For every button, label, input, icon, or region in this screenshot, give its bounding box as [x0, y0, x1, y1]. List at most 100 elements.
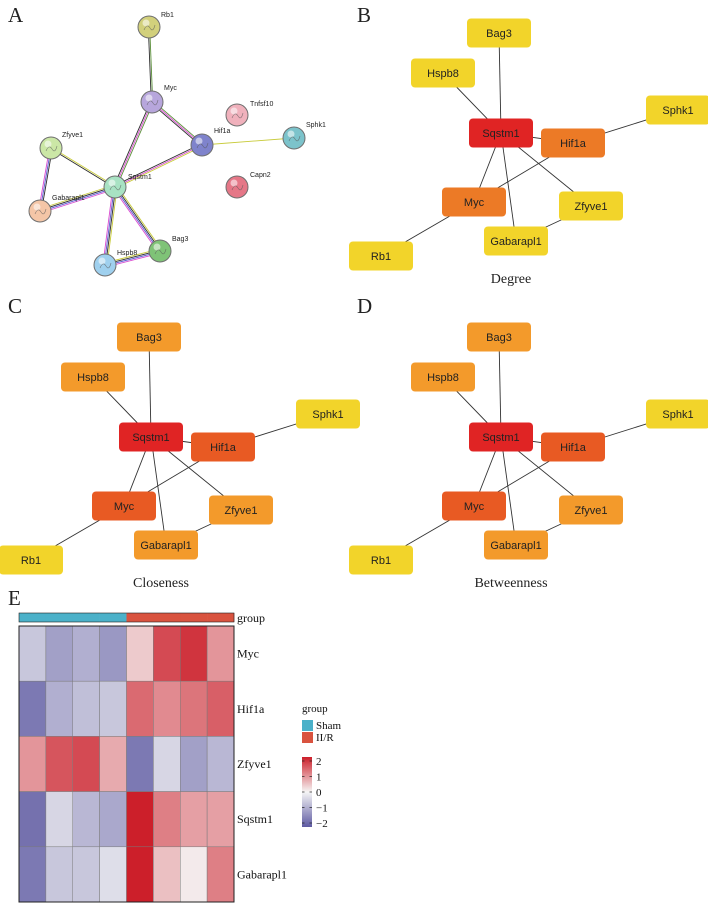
closeness-node-box [117, 322, 181, 352]
heatmap-cell-zfyve1-4 [126, 736, 154, 792]
closeness-node-bag3: Bag3 [117, 322, 181, 352]
legend-swatch-iir [302, 732, 313, 743]
betweenness-node-label: Gabarapl1 [490, 540, 541, 552]
heatmap-cell-hif1a-5 [153, 680, 181, 737]
heatmap-cell-sqstm1-5 [153, 791, 181, 848]
string-edge-sqstm1-hspb8 [106, 187, 118, 266]
closeness-node-label: Rb1 [21, 555, 41, 567]
heatmap-cell-hif1a-0 [18, 680, 47, 737]
string-node-label: Bag3 [172, 236, 188, 243]
closeness-node-hif1a: Hif1a [191, 432, 255, 462]
string-node-capn2: Capn2 [225, 172, 271, 199]
string-node-structure [231, 184, 244, 191]
heatmap-cell-gabarapl1-0 [18, 846, 47, 903]
closeness-caption: Closeness [133, 576, 189, 591]
betweenness-edge-bag3-sqstm1 [498, 336, 502, 438]
group-bar-border [18, 612, 235, 623]
string-node-hspb8: Hspb8 [93, 250, 137, 277]
panel-c-label: C [8, 294, 22, 318]
group-bar-cell-ii-r [126, 613, 154, 622]
legend-group-title: group [302, 703, 328, 715]
heatmap-cell-hif1a-2 [72, 680, 100, 737]
string-node-highlight [145, 94, 153, 102]
degree-node-box [646, 95, 708, 125]
heatmap-cell-zfyve1-2 [72, 736, 100, 792]
degree-node-box [411, 58, 475, 88]
string-node-highlight [153, 243, 161, 251]
closeness-node-label: Sqstm1 [132, 432, 169, 444]
degree-edge-bag3-sqstm1 [498, 32, 502, 134]
betweenness-node-hspb8: Hspb8 [411, 362, 475, 392]
degree-node-label: Hif1a [560, 138, 587, 150]
string-node-structure [154, 248, 167, 255]
heatmap-row-label-sqstm1: Sqstm1 [237, 812, 273, 826]
degree-node-sqstm1: Sqstm1 [469, 118, 533, 148]
string-edge-zfyve1-sqstm1 [50, 148, 115, 188]
group-bar-cell-sham [45, 613, 74, 622]
closeness-node-sqstm1: Sqstm1 [119, 422, 183, 452]
heatmap-cell-sqstm1-6 [180, 791, 208, 848]
scale-tick-label: 2 [316, 756, 322, 768]
betweenness-node-box [442, 491, 506, 521]
heatmap-row-label-gabarapl1: Gabarapl1 [237, 867, 287, 881]
closeness-node-rb1: Rb1 [0, 545, 63, 575]
string-node-highlight [33, 203, 41, 211]
string-edge-hif1a-sqstm1 [115, 145, 203, 189]
closeness-node-box [209, 495, 273, 525]
heatmap-cell-sqstm1-0 [18, 791, 47, 848]
heatmap-cell-zfyve1-1 [45, 736, 73, 792]
betweenness-node-hif1a: Hif1a [541, 432, 605, 462]
degree-node-box [484, 226, 548, 256]
closeness-node-hspb8: Hspb8 [61, 362, 125, 392]
betweenness-node-box [467, 322, 531, 352]
string-node-structure [109, 184, 122, 191]
string-edge-sqstm1-bag3 [115, 186, 161, 251]
degree-node-box [467, 18, 531, 48]
heatmap-legend: group Sham II/R 210−1−2 [302, 703, 342, 830]
heatmap-cell-myc-0 [18, 625, 47, 682]
betweenness-node-gabarapl1: Gabarapl1 [484, 530, 548, 560]
betweenness-node-box [411, 362, 475, 392]
string-node-structure [288, 135, 301, 142]
closeness-node-gabarapl1: Gabarapl1 [134, 530, 198, 560]
heatmap-row-label-myc: Myc [237, 647, 259, 661]
string-edge-gabarapl1-sqstm1 [40, 187, 116, 213]
string-node-structure [143, 24, 156, 31]
heatmap-cell-sqstm1-2 [72, 791, 100, 848]
string-edge-hif1a-sqstm1 [114, 143, 202, 187]
heatmap-cell-myc-2 [72, 625, 100, 682]
heatmap-cell-hif1a-7 [206, 680, 235, 737]
string-node-label: Hspb8 [117, 250, 137, 257]
degree-node-label: Gabarapl1 [490, 236, 541, 248]
string-node-highlight [108, 179, 116, 187]
closeness-node-sphk1: Sphk1 [296, 399, 360, 429]
heatmap-row-label-zfyve1: Zfyve1 [237, 757, 272, 771]
heatmap-row-label-hif1a: Hif1a [237, 702, 265, 716]
color-scale-ticks: 210−1−2 [302, 756, 328, 830]
string-edge-rb1-myc [149, 26, 154, 102]
legend-label-iir: II/R [316, 732, 334, 744]
heatmap-cell-myc-5 [153, 625, 181, 682]
heatmap-cell-hif1a-4 [126, 680, 154, 737]
legend-label-sham: Sham [316, 720, 342, 732]
string-node-gabarapl1: Gabarapl1 [28, 195, 85, 223]
closeness-node-label: Hif1a [210, 442, 237, 454]
heatmap-cell-gabarapl1-4 [126, 846, 154, 903]
closeness-node-zfyve1: Zfyve1 [209, 495, 273, 525]
scale-tick-label: −2 [316, 818, 328, 830]
closeness-node-label: Hspb8 [77, 372, 109, 384]
degree-node-label: Zfyve1 [574, 201, 607, 213]
scale-tick-label: −1 [316, 803, 328, 815]
string-edge-myc-sqstm1 [113, 101, 152, 187]
string-node-hif1a: Hif1a [190, 128, 230, 157]
degree-node-gabarapl1: Gabarapl1 [484, 226, 548, 256]
string-edge-sqstm1-bag3 [112, 187, 159, 253]
closeness-node-box [191, 432, 255, 462]
heatmap-cell-gabarapl1-2 [72, 846, 100, 903]
degree-node-box [442, 187, 506, 217]
string-node-label: Rb1 [161, 12, 174, 19]
heatmap-cells [18, 625, 235, 903]
string-node-label: Gabarapl1 [52, 195, 85, 202]
